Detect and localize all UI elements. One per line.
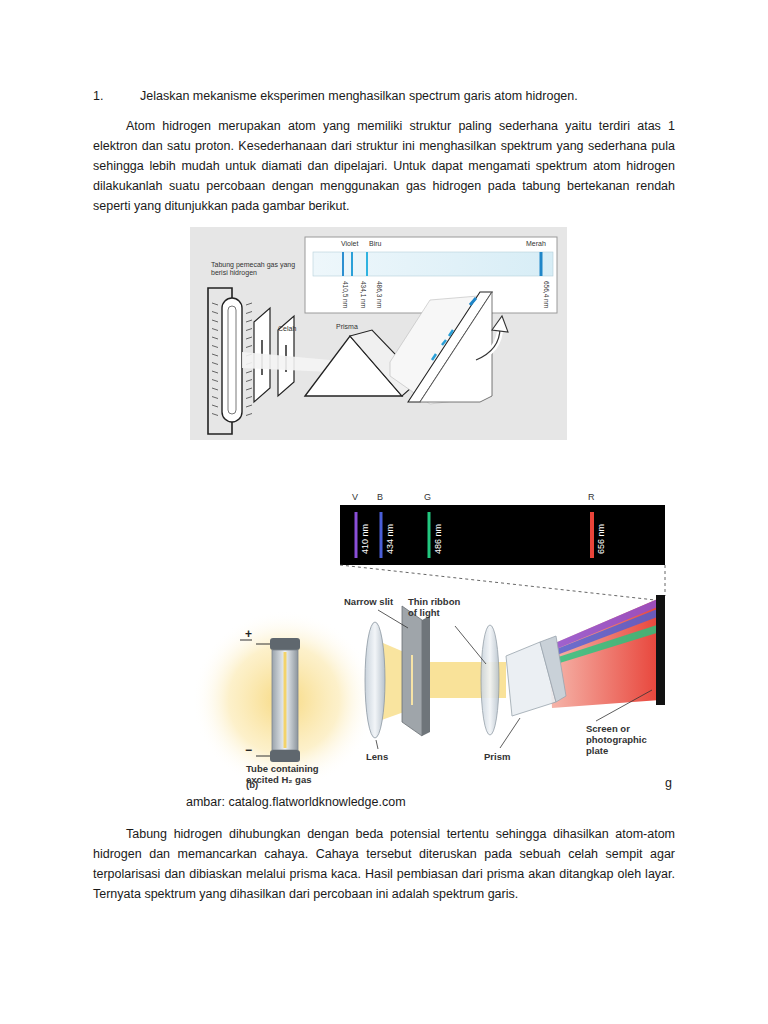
- glow-ray: [212, 312, 218, 314]
- spectrum-label: 656 nm: [596, 524, 607, 554]
- glow-ray: [212, 397, 218, 399]
- paragraph: Tabung hidrogen dihubungkan dengan beda …: [93, 824, 675, 904]
- spectrum-label: V: [352, 492, 358, 503]
- item-number: 1.: [93, 89, 103, 104]
- spectrum-panel: Violet Biru Merah 410,5 nm 434,1 nm 486,3 nm 6…: [305, 237, 557, 313]
- glow-ray: [246, 346, 252, 348]
- glow-ray: [212, 329, 218, 331]
- glow-ray: [246, 397, 252, 399]
- part-label: Thin ribbon of light: [408, 596, 470, 618]
- image-credit: ambar: catalog.flatworldknowledge.com: [186, 795, 406, 810]
- spectrum-label: Biru: [369, 240, 381, 248]
- glow-ray: [246, 405, 252, 407]
- spectrum-label: 486,3 nm: [375, 281, 383, 308]
- glow-ray: [246, 303, 252, 305]
- spectrum-label: 410,5 nm: [341, 281, 349, 308]
- terminal-sign: +: [245, 627, 252, 641]
- spectrum-label: G: [424, 492, 431, 503]
- glow-ray: [212, 337, 218, 339]
- glow-ray: [246, 414, 252, 416]
- spectrum-label: 410 nm: [360, 524, 371, 554]
- glow-ray: [246, 320, 252, 322]
- glow-ray: [212, 303, 218, 305]
- question-heading: Jelaskan mekanisme eksperimen menghasilk…: [140, 89, 578, 104]
- part-label: Tabung pemecah gas yang berisi hidrogen: [211, 261, 299, 277]
- spectrum-label: 434 nm: [385, 524, 396, 554]
- glow-ray: [212, 388, 218, 390]
- glow-ray: [212, 363, 218, 365]
- glow-ray: [246, 371, 252, 373]
- part-label: Screen or photographic plate: [586, 723, 666, 756]
- glow-ray: [246, 380, 252, 382]
- glow-ray: [212, 405, 218, 407]
- glow-ray: [212, 380, 218, 382]
- part-label: Tube containing excited H₂ gas: [246, 763, 351, 785]
- glow-ray: [212, 371, 218, 373]
- glow-ray: [246, 337, 252, 339]
- spectrum-strip: V B G R 410 nm 434 nm 486 nm 656 nm: [340, 490, 665, 565]
- glow-ray: [212, 320, 218, 322]
- part-label: Lens: [366, 751, 388, 762]
- part-label: Prisma: [336, 323, 358, 331]
- glow-ray: [246, 312, 252, 314]
- paragraph: Atom hidrogen merupakan atom yang memili…: [93, 116, 675, 216]
- spectrum-label: R: [588, 492, 595, 503]
- glow-ray: [212, 354, 218, 356]
- spectrum-label: 656,4 nm: [542, 281, 550, 308]
- spectrum-label: 486 nm: [433, 524, 444, 554]
- part-label: Narrow slit: [344, 596, 393, 607]
- spectrum-label: Violet: [341, 240, 358, 248]
- part-label: Prism: [484, 751, 510, 762]
- figure-one: [190, 227, 567, 440]
- spectrum-label: Merah: [526, 240, 546, 248]
- part-label: Celah: [278, 325, 296, 333]
- figure-tag: (b): [246, 779, 258, 790]
- figure-two: [192, 505, 665, 790]
- glow-ray: [212, 414, 218, 416]
- glow-ray: [246, 388, 252, 390]
- spectrum-label: B: [377, 492, 383, 503]
- spectrum-label: 434,1 nm: [359, 281, 367, 308]
- caption-fragment: g: [665, 776, 672, 791]
- glow-ray: [212, 346, 218, 348]
- terminal-sign: −: [245, 743, 252, 757]
- glow-ray: [246, 329, 252, 331]
